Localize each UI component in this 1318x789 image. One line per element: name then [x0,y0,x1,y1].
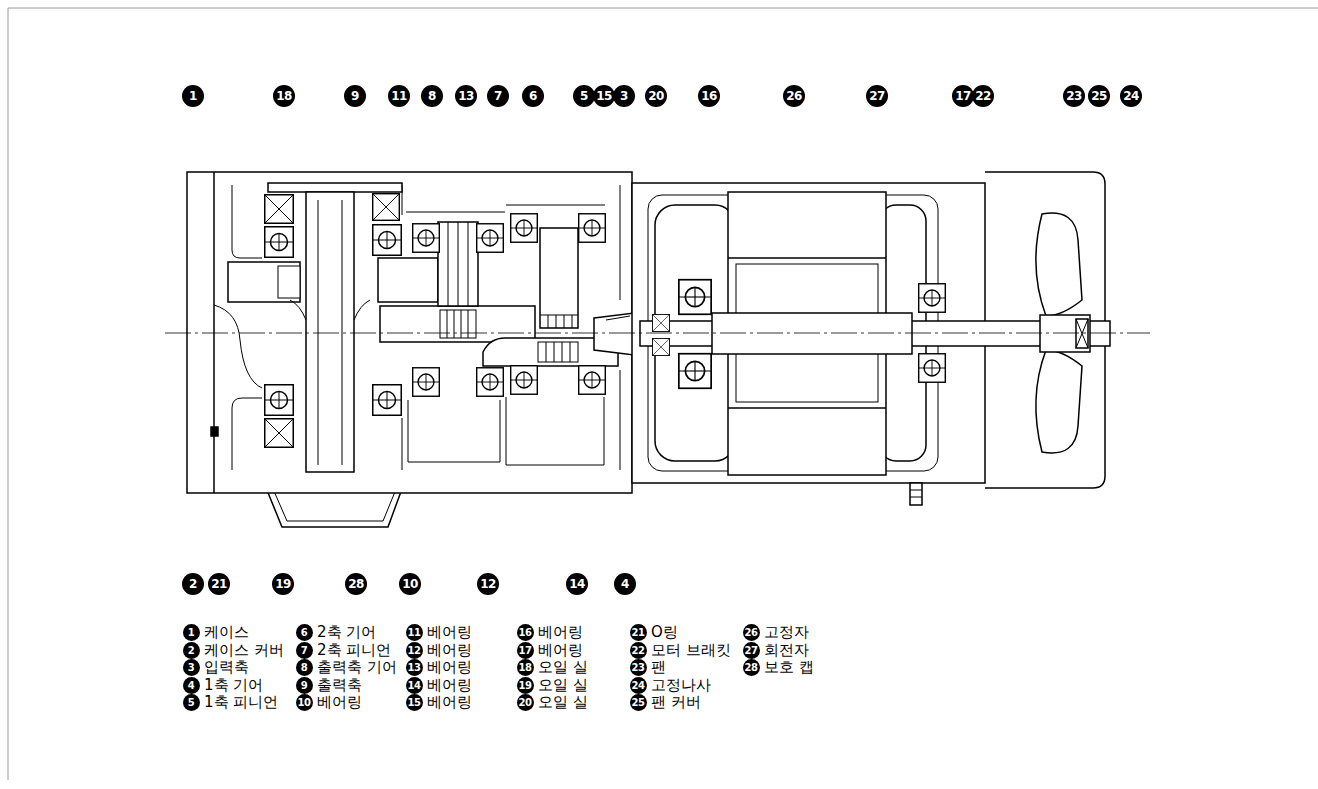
legend-number: 9 [296,677,313,694]
legend-number: 15 [406,694,423,711]
callout-number: 6 [522,85,544,107]
legend-number: 28 [743,659,760,676]
callout-number: 14 [566,573,588,595]
callout-number: 19 [272,573,294,595]
legend-text: 2축 피니언 [317,641,391,659]
legend-text: 모터 브래킷 [651,641,731,659]
legend-number: 27 [743,642,760,659]
legend-number: 4 [183,677,200,694]
motor [632,172,1110,505]
callout-number: 22 [972,85,994,107]
legend-number: 8 [296,659,313,676]
legend-text: 2축 기어 [317,623,376,641]
page-frame [8,8,1318,780]
callout-number: 1 [182,85,204,107]
legend-text: 베어링 [427,623,472,641]
callout-number: 2 [182,573,204,595]
legend-text: 보호 캡 [764,658,814,676]
legend-number: 2 [183,642,200,659]
legend-text: 베어링 [427,676,472,694]
legend-number: 16 [517,624,534,641]
callout-number: 12 [477,573,499,595]
legend-text: O링 [651,623,678,641]
callout-number: 26 [783,85,805,107]
legend-number: 18 [517,659,534,676]
legend-number: 20 [517,694,534,711]
legend-number: 10 [296,694,313,711]
legend-text: 입력축 [204,658,249,676]
legend-text: 팬 커버 [651,693,701,711]
legend-number: 6 [296,624,313,641]
legend-text: 베어링 [538,641,583,659]
gear-case [187,172,642,527]
callout-number: 23 [1063,85,1085,107]
legend-number: 7 [296,642,313,659]
legend-text: 팬 [651,658,666,676]
legend-number: 25 [630,694,647,711]
callout-number: 16 [698,85,720,107]
legend-text: 회전자 [764,641,809,659]
legend-text: 고정자 [764,623,809,641]
legend-number: 19 [517,677,534,694]
legend-number: 22 [630,642,647,659]
center-line [165,333,1150,334]
legend-number: 21 [630,624,647,641]
legend-text: 베어링 [538,623,583,641]
callout-number: 8 [421,85,443,107]
motor-bearings [652,280,946,389]
callout-number: 4 [614,573,636,595]
legend-number: 24 [630,677,647,694]
legend-number: 14 [406,677,423,694]
callout-number: 13 [455,85,477,107]
legend-text: 고정나사 [651,676,711,694]
legend-number: 3 [183,659,200,676]
legend-text: 베어링 [427,641,472,659]
callout-number: 9 [344,85,366,107]
legend-text: 베어링 [427,658,472,676]
callout-number: 17 [952,85,974,107]
callout-number: 21 [208,573,230,595]
legend-text: 출력축 [317,676,362,694]
legend-number: 11 [406,624,423,641]
legend-number: 1 [183,624,200,641]
callout-number: 25 [1088,85,1110,107]
callout-number: 20 [645,85,667,107]
callout-number: 7 [487,85,509,107]
callout-number: 24 [1120,85,1142,107]
legend-text: 베어링 [427,693,472,711]
legend-text: 케이스 [204,623,249,641]
bearing-symbols [264,194,606,448]
legend-number: 13 [406,659,423,676]
callout-number: 28 [345,573,367,595]
callout-number: 27 [866,85,888,107]
legend-text: 케이스 커버 [204,641,284,659]
legend-text: 오일 실 [538,658,588,676]
legend-text: 오일 실 [538,676,588,694]
callout-number: 3 [613,85,635,107]
legend-text: 베어링 [317,693,362,711]
callout-number: 18 [273,85,295,107]
legend-number: 26 [743,624,760,641]
legend-text: 출력축 기어 [317,658,397,676]
legend-text: 1축 기어 [204,676,263,694]
callout-number: 15 [593,85,615,107]
legend-number: 23 [630,659,647,676]
legend-number: 17 [517,642,534,659]
legend-text: 오일 실 [538,693,588,711]
legend-number: 12 [406,642,423,659]
callout-number: 5 [573,85,595,107]
callout-number: 10 [399,573,421,595]
legend-text: 1축 피니언 [204,693,278,711]
callout-number: 11 [388,85,410,107]
legend-number: 5 [183,694,200,711]
